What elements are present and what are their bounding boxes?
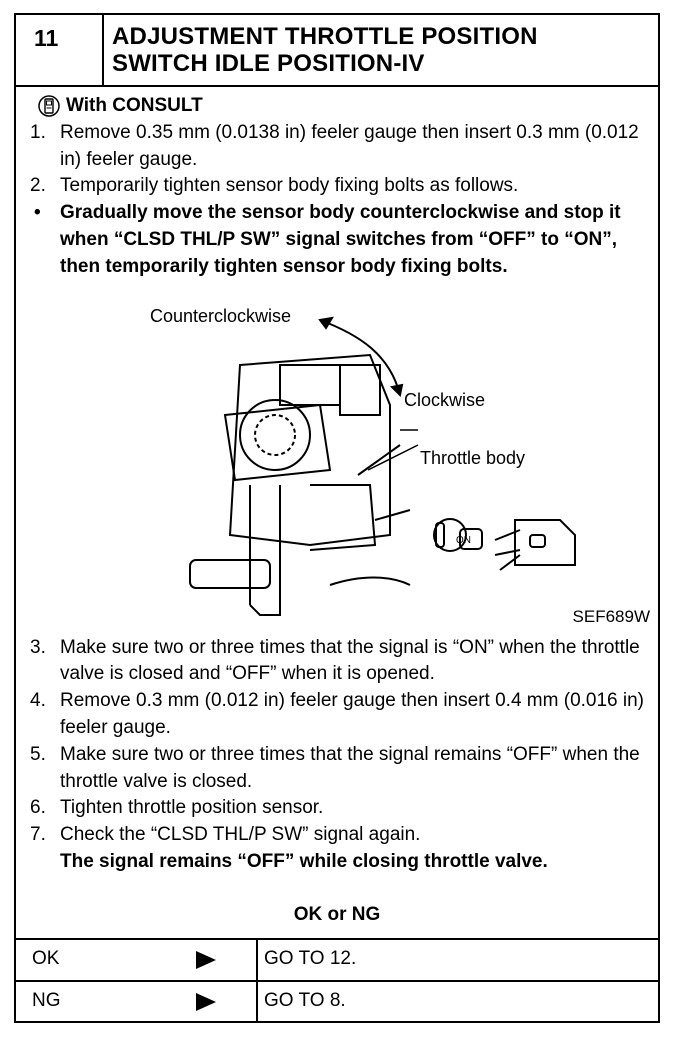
step-text: Make sure two or three times that the si… <box>60 743 640 792</box>
step7-note-text: The signal remains “OFF” while closing t… <box>60 850 548 872</box>
step-num: 6. <box>30 797 46 819</box>
result-label: NG <box>32 990 61 1011</box>
result-row-ng: NG GO TO 8. <box>16 980 658 1022</box>
step-num: 5. <box>30 743 46 765</box>
consult-icon <box>38 95 60 118</box>
step-num: 3. <box>30 636 46 658</box>
arrow-right-icon <box>196 993 216 1011</box>
step-num: 4. <box>30 690 46 712</box>
step-text: Remove 0.3 mm (0.012 in) feeler gauge th… <box>60 690 645 738</box>
step-title: ADJUSTMENT THROTTLE POSITION SWITCH IDLE… <box>112 23 538 77</box>
step-text: Remove 0.35 mm (0.0138 in) feeler gauge … <box>60 121 639 170</box>
bullet-mark: • <box>34 202 41 224</box>
bullet-text: Gradually move the sensor body countercl… <box>60 202 621 277</box>
step-item: 4. Remove 0.3 mm (0.012 in) feeler gauge… <box>30 688 648 742</box>
bullet-item: • Gradually move the sensor body counter… <box>30 200 648 280</box>
judgement-heading: OK or NG <box>293 904 381 925</box>
clockwise-label: Clockwise <box>404 389 486 410</box>
step-item: 3. Make sure two or three times that the… <box>30 635 648 689</box>
result-action: GO TO 12. <box>264 948 357 969</box>
step-text: Make sure two or three times that the si… <box>60 636 640 685</box>
step-title-line1: ADJUSTMENT THROTTLE POSITION <box>112 23 538 50</box>
result-label: OK <box>32 948 60 969</box>
step-text: Tighten throttle position sensor. <box>60 797 324 819</box>
step-item: 1. Remove 0.35 mm (0.0138 in) feeler gau… <box>30 120 648 174</box>
step-item: 2. Temporarily tighten sensor body fixin… <box>30 173 648 200</box>
result-table: OK GO TO 12. NG GO TO 8. <box>16 938 658 1022</box>
switch-on-label: ON <box>456 535 471 546</box>
method-label: With CONSULT <box>66 95 203 116</box>
figure-code: SEF689W <box>572 606 650 626</box>
step-title-line2: SWITCH IDLE POSITION-IV <box>112 50 425 77</box>
step-item: 5. Make sure two or three times that the… <box>30 742 648 796</box>
throttle-sensor-illustration: ON <box>189 316 576 616</box>
procedure-body: With CONSULT 1. Remove 0.35 mm (0.0138 i… <box>30 93 650 876</box>
result-action: GO TO 8. <box>264 990 346 1011</box>
step-num: 7. <box>30 824 46 846</box>
step-item: 7. Check the “CLSD THL/P SW” signal agai… <box>30 822 648 849</box>
throttle-sensor-figure: ON Counterclockwise Clockwise Throttle b… <box>30 285 650 635</box>
step-num: 2. <box>30 175 46 197</box>
step-number: 11 <box>16 15 104 85</box>
step-text: Temporarily tighten sensor body fixing b… <box>60 175 519 197</box>
result-row-ok: OK GO TO 12. <box>16 938 658 980</box>
counterclockwise-label: Counterclockwise <box>150 305 292 326</box>
throttle-body-label: Throttle body <box>420 447 526 468</box>
step-num: 1. <box>30 121 46 143</box>
step-header: 11 ADJUSTMENT THROTTLE POSITION SWITCH I… <box>16 15 658 87</box>
step-text: Check the “CLSD THL/P SW” signal again. <box>60 824 421 846</box>
arrow-right-icon <box>196 951 216 969</box>
step-item: 6. Tighten throttle position sensor. <box>30 795 648 822</box>
method-heading: With CONSULT <box>30 93 648 120</box>
step-note: The signal remains “OFF” while closing t… <box>30 849 648 876</box>
procedure-frame: 11 ADJUSTMENT THROTTLE POSITION SWITCH I… <box>14 13 660 1023</box>
